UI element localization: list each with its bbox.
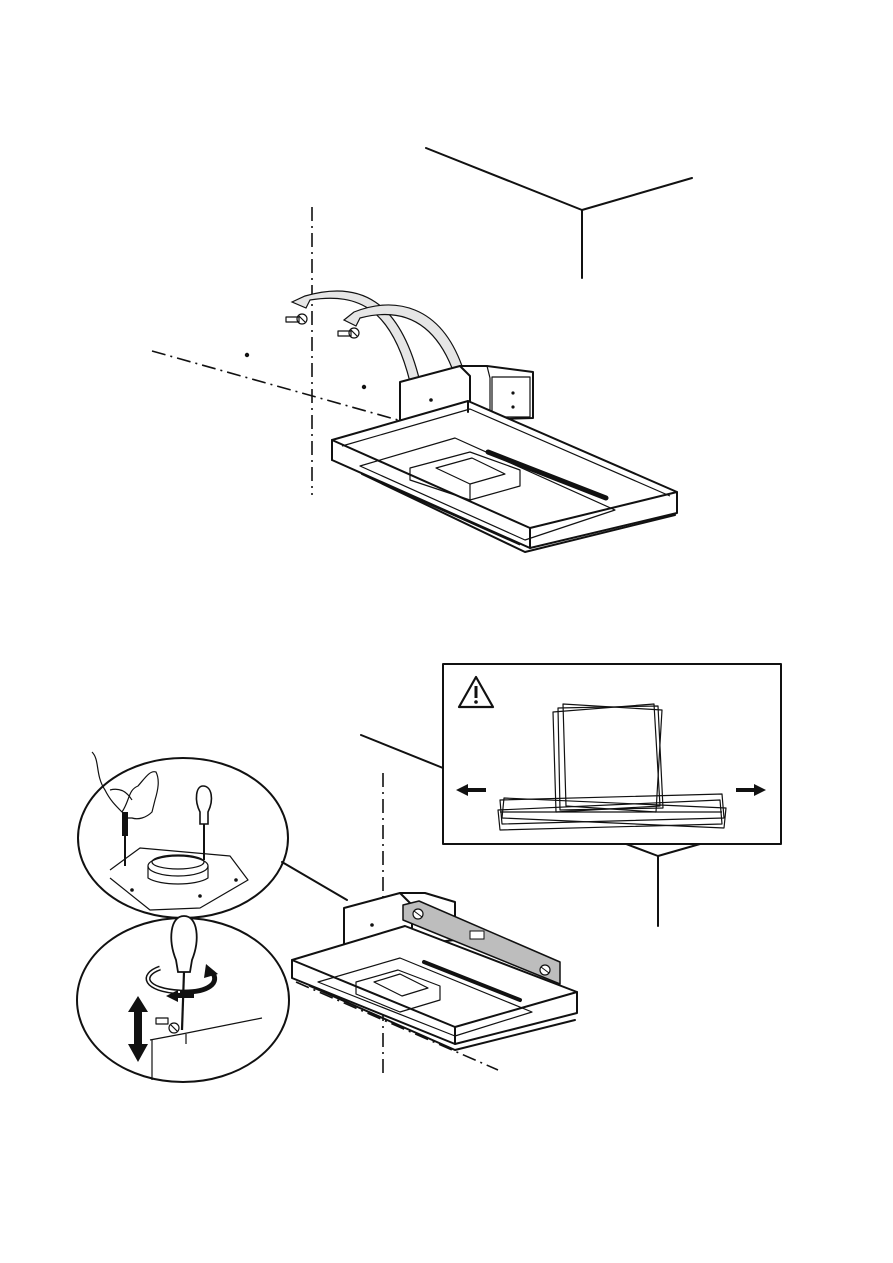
figure-step-2	[77, 664, 781, 1082]
up-down-arrow-icon	[128, 996, 148, 1062]
hood-unit	[332, 366, 677, 552]
screw-icon	[286, 314, 307, 324]
screwdriver-icon	[196, 786, 211, 860]
horizontal-centerline	[152, 351, 398, 420]
warning-icon	[459, 677, 493, 707]
wall-leader	[361, 735, 443, 768]
curved-arrow-icon	[292, 291, 462, 382]
drill-hole	[245, 353, 249, 357]
hood-unit	[292, 893, 577, 1050]
screw-icon	[338, 328, 359, 338]
arrow-right-icon	[736, 784, 766, 796]
screwdriver-icon	[171, 916, 196, 1030]
wall-corner	[426, 148, 692, 278]
detail-level-adjustment	[77, 916, 289, 1082]
figure-step-1	[152, 148, 692, 552]
drill-hole	[362, 385, 366, 389]
warning-panel	[443, 664, 781, 844]
detail-clamp-tightening	[78, 752, 347, 918]
arrow-left-icon	[456, 784, 486, 796]
